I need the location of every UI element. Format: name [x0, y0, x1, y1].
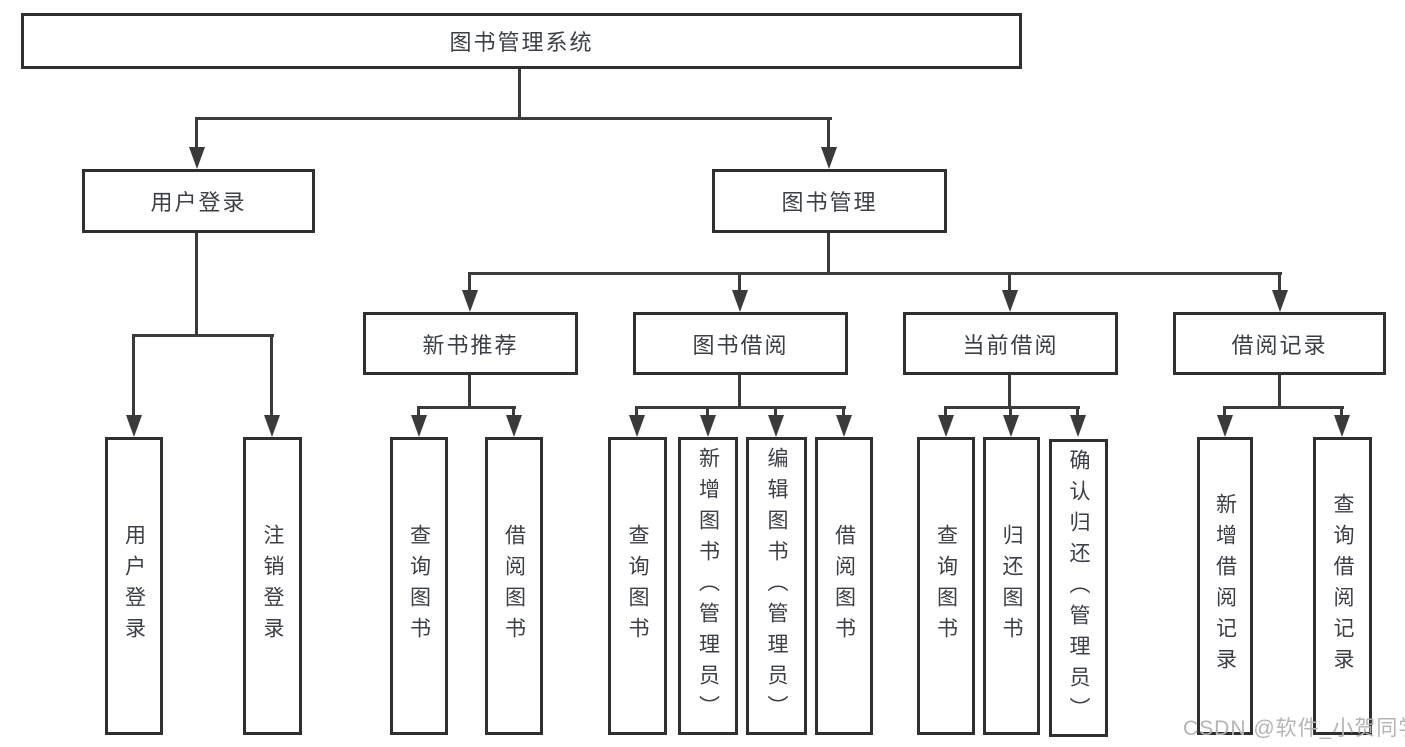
- connector-stub: [706, 406, 709, 417]
- connector-current-borrowing-branch: [944, 406, 1080, 409]
- node-label: 借阅记录: [1231, 332, 1328, 358]
- leaf-borrow-books-borrowing: 借阅图书: [815, 437, 873, 735]
- connector-stub: [1223, 406, 1226, 417]
- arrow-down-icon: [732, 290, 748, 312]
- leaf-user-login: 用户登录: [105, 437, 163, 735]
- node-library-system: 图书管理系统: [21, 13, 1022, 69]
- arrow-down-icon: [189, 147, 205, 169]
- arrow-down-icon: [821, 147, 837, 169]
- connector-stub: [635, 406, 638, 417]
- connector-stub: [774, 406, 777, 417]
- leaf-add-borrow-record: 新增借阅记录: [1197, 437, 1253, 735]
- node-label: 新增借阅记录: [1213, 493, 1237, 679]
- leaf-borrow-books-recommend: 借阅图书: [485, 437, 543, 735]
- node-current-borrowing: 当前借阅: [903, 312, 1118, 375]
- node-label: 图书管理系统: [449, 30, 594, 55]
- arrow-down-icon: [1002, 290, 1018, 312]
- leaf-return-book: 归还图书: [983, 437, 1040, 735]
- csdn-watermark: CSDN @软件_小贺同学: [1183, 717, 1405, 740]
- connector-book-borrowing-branch: [635, 406, 846, 409]
- connector-stub-leaf-user-login: [132, 334, 135, 416]
- arrow-down-icon: [462, 290, 478, 312]
- node-label: 图书管理: [781, 190, 878, 215]
- arrow-down-icon: [1217, 415, 1233, 437]
- node-label: 注销登录: [261, 524, 284, 648]
- node-label: 借阅图书: [832, 524, 856, 648]
- connector-stub-leaf-logout: [270, 334, 273, 416]
- node-label: 查询图书: [407, 524, 431, 648]
- node-user-login: 用户登录: [82, 169, 315, 233]
- connector-stub: [842, 406, 845, 417]
- connector-stub-book-borrowing: [738, 272, 741, 292]
- node-label: 查询图书: [934, 524, 958, 648]
- connector-borrowing-records-feed: [1278, 375, 1281, 408]
- arrow-down-icon: [629, 415, 645, 437]
- connector-stub: [1076, 406, 1079, 417]
- node-new-book-recommend: 新书推荐: [363, 312, 578, 375]
- arrow-down-icon: [1003, 415, 1019, 437]
- connector-stub-current-borrowing: [1008, 272, 1011, 292]
- leaf-edit-book-admin: 编辑图书（管理员）: [746, 437, 807, 735]
- arrow-down-icon: [126, 415, 142, 437]
- arrow-down-icon: [264, 415, 280, 437]
- node-label: 用户登录: [122, 524, 146, 648]
- node-label: 编辑图书（管理员）: [765, 446, 788, 726]
- connector-user-login-feed: [195, 233, 198, 336]
- connector-current-borrowing-feed: [1008, 375, 1011, 408]
- node-label: 图书借阅: [692, 332, 789, 358]
- connector-stub-borrowing-records: [1278, 272, 1281, 292]
- node-label: 用户登录: [150, 190, 247, 215]
- connector-root-feed: [518, 69, 521, 119]
- connector-borrowing-records-branch: [1223, 406, 1344, 409]
- node-label: 查询图书: [626, 524, 649, 648]
- node-book-borrowing: 图书借阅: [633, 312, 848, 375]
- connector-stub: [1009, 406, 1012, 417]
- arrow-down-icon: [700, 415, 716, 437]
- connector-book-management-feed: [827, 233, 830, 274]
- arrow-down-icon: [411, 415, 427, 437]
- arrow-down-icon: [1334, 415, 1350, 437]
- connector-user-login-branch: [132, 334, 274, 337]
- leaf-query-borrow-record: 查询借阅记录: [1313, 437, 1372, 735]
- connector-new-book-branch: [417, 406, 516, 409]
- node-label: 归还图书: [1000, 524, 1023, 648]
- connector-stub: [1340, 406, 1343, 417]
- arrow-down-icon: [938, 415, 954, 437]
- leaf-query-books-current: 查询图书: [917, 437, 975, 735]
- node-label: 借阅图书: [502, 524, 526, 648]
- connector-stub-new-book: [468, 272, 471, 292]
- arrow-down-icon: [768, 415, 784, 437]
- leaf-query-books-borrowing: 查询图书: [608, 437, 667, 735]
- arrow-down-icon: [1070, 415, 1086, 437]
- connector-stub: [944, 406, 947, 417]
- node-label: 新增图书（管理员）: [696, 446, 720, 726]
- leaf-logout: 注销登录: [243, 437, 302, 735]
- node-book-management: 图书管理: [712, 169, 947, 233]
- node-label: 确认归还（管理员）: [1067, 448, 1090, 728]
- node-label: 查询借阅记录: [1331, 493, 1354, 679]
- arrow-down-icon: [1272, 290, 1288, 312]
- node-label: 当前借阅: [962, 332, 1059, 358]
- node-label: 新书推荐: [422, 332, 519, 358]
- connector-level1-branch: [196, 117, 832, 120]
- arrow-down-icon: [506, 415, 522, 437]
- node-borrowing-records: 借阅记录: [1173, 312, 1386, 375]
- connector-stub-user-login: [195, 117, 198, 149]
- connector-stub-book-management: [827, 117, 830, 149]
- leaf-confirm-return-admin: 确认归还（管理员）: [1049, 439, 1108, 737]
- connector-book-borrowing-feed: [738, 375, 741, 408]
- connector-stub: [417, 406, 420, 417]
- connector-level3-branch: [468, 272, 1282, 275]
- connector-stub: [512, 406, 515, 417]
- leaf-add-book-admin: 新增图书（管理员）: [678, 437, 738, 735]
- leaf-query-books-recommend: 查询图书: [390, 437, 448, 735]
- arrow-down-icon: [836, 415, 852, 437]
- connector-new-book-feed: [468, 375, 471, 408]
